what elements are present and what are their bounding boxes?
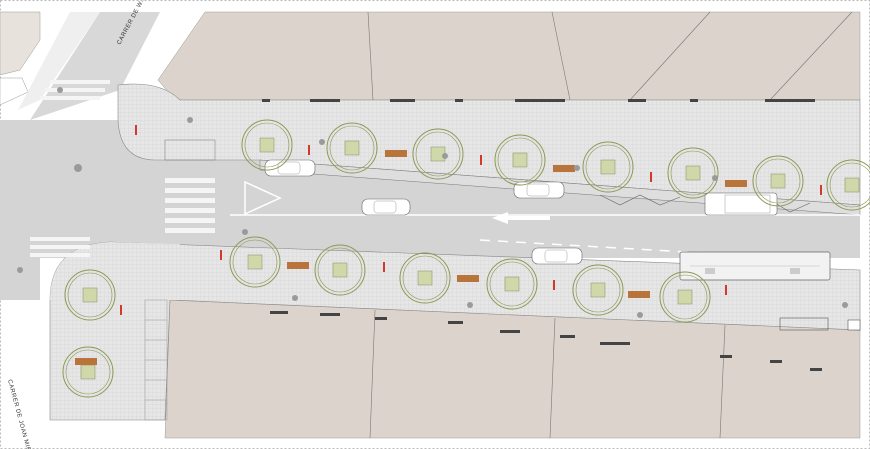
corner-buildings-top-left: [0, 11, 41, 106]
tree-icon: [64, 269, 116, 321]
bollard-icon: [480, 155, 482, 165]
building-partition: [719, 324, 726, 439]
building-partition: [367, 11, 374, 101]
tree-icon: [659, 271, 711, 323]
tree-icon: [241, 119, 293, 171]
car-icon: [361, 198, 411, 216]
info-sign: [847, 319, 861, 331]
bollard-icon: [308, 145, 310, 155]
tree-icon: [486, 258, 538, 310]
tree-icon: [399, 252, 451, 304]
bollard-icon: [120, 305, 122, 315]
tree-icon: [667, 147, 719, 199]
bollard-icon: [553, 280, 555, 290]
building-partition: [769, 11, 853, 101]
bike-rack: [779, 317, 829, 331]
tree-icon: [412, 128, 464, 180]
car-icon: [704, 192, 778, 216]
buildings-top: [157, 11, 861, 101]
tree-icon: [826, 159, 870, 211]
tree-icon: [572, 264, 624, 316]
building-block-top: [157, 11, 861, 101]
car-icon: [264, 159, 316, 177]
tree-icon: [494, 134, 546, 186]
tree-icon: [582, 141, 634, 193]
bench-icon: [553, 165, 575, 172]
bench-icon: [385, 150, 407, 157]
direction-arrow-icon: [492, 212, 550, 224]
building-partition: [369, 309, 376, 439]
bollard-icon: [650, 172, 652, 182]
buildings-bottom: [164, 299, 861, 439]
car-icon: [531, 247, 583, 265]
crosswalk-left: [165, 178, 215, 233]
bollards: [120, 125, 822, 315]
bench-icon: [457, 275, 479, 282]
building-partition: [551, 11, 571, 101]
bollard-icon: [725, 285, 727, 295]
bollard-icon: [220, 250, 222, 260]
tree-icon: [326, 122, 378, 174]
lamp-posts: [17, 87, 848, 318]
bollard-icon: [820, 185, 822, 195]
car-icon: [513, 181, 565, 199]
kiosk: [164, 139, 216, 161]
trees-top-row: [241, 119, 870, 211]
building-partition: [549, 317, 556, 439]
bollard-icon: [135, 125, 137, 135]
bus-icon: [679, 251, 831, 281]
crosswalk-corner: [30, 80, 110, 257]
benches: [75, 150, 747, 365]
bench-icon: [287, 262, 309, 269]
tree-icon: [752, 155, 804, 207]
facade-details: [262, 99, 822, 371]
tree-icon: [62, 346, 114, 398]
tree-icon: [314, 244, 366, 296]
bench-icon: [628, 291, 650, 298]
tree-icon: [229, 236, 281, 288]
trees-bottom-row: [62, 236, 711, 398]
bollard-icon: [383, 262, 385, 272]
stairs-bottom-left: [144, 299, 168, 421]
cross-street-top: [30, 12, 160, 120]
bench-icon: [725, 180, 747, 187]
direction-arrow-icon: [244, 180, 282, 216]
cross-street-sidewalk-top: [18, 12, 100, 110]
building-partition: [629, 11, 711, 101]
bench-icon: [75, 358, 97, 365]
